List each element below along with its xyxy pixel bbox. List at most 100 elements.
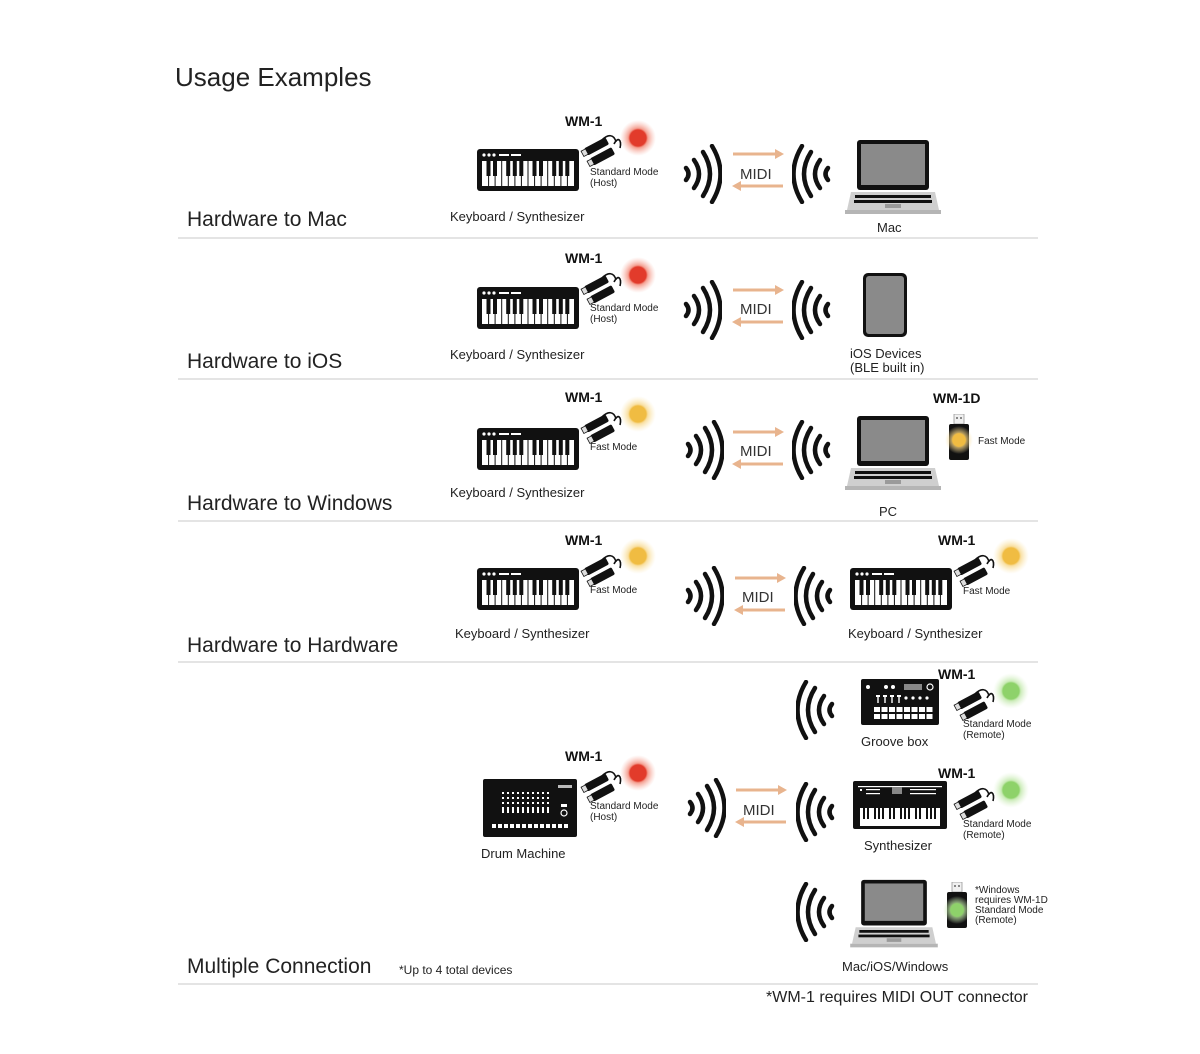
divider [178,237,1038,239]
device-label: PC [879,504,898,519]
mode-label: Fast Mode [590,442,638,453]
led-red-icon [620,257,656,293]
mode-label: Fast Mode [590,585,638,596]
footer-note: *WM-1 requires MIDI OUT connector [766,989,1028,1006]
adapter-label: WM-1 [565,748,603,764]
note-line: *Windows [975,885,1020,896]
led-red-icon [620,755,656,791]
mode-line2: (Host) [590,812,618,823]
keyboard-icon [849,567,953,611]
midi-label: MIDI [740,443,772,460]
wm1-adapter-icon [953,684,997,724]
midi-label: MIDI [740,301,772,318]
divider [178,661,1038,663]
wireless-waves-icon [796,882,836,942]
windows-requirement-note: *Windows requires WM-1D Standard Mode (R… [975,886,1048,926]
adapter-label: WM-1 [565,389,603,405]
adapter-label: WM-1 [938,666,976,682]
led-yellow-icon [993,538,1029,574]
divider [178,520,1038,522]
wireless-waves-icon [796,782,836,842]
note-line: requires WM-1D [975,895,1048,906]
row-title: Hardware to Hardware [187,634,399,657]
wm1-adapter-icon [580,550,624,590]
wireless-waves-icon [792,420,832,480]
mode-line2: (Remote) [963,730,1005,741]
led-yellow-icon [620,396,656,432]
adapter-label: WM-1 [565,113,603,129]
mode-label: Standard Mode(Host) [590,303,658,325]
wm1-adapter-icon [580,766,624,806]
row-title: Hardware to Windows [187,492,393,515]
device-line2: (BLE built in) [850,360,925,375]
row-title: Multiple Connection [187,955,372,978]
midi-label: MIDI [740,166,772,183]
wm1-adapter-icon [580,130,624,170]
laptop-icon [850,878,938,951]
mode-line2: (Host) [590,178,618,189]
row-title: Hardware to Mac [187,208,347,231]
device-label: Keyboard / Synthesizer [848,626,983,641]
wm1-adapter-icon [580,407,624,447]
note-line: Standard Mode [975,905,1044,916]
wireless-waves-icon [684,420,724,480]
wireless-waves-icon [682,144,722,204]
keyboard-icon [476,148,580,192]
adapter-label: WM-1D [933,390,981,406]
mode-label: Standard Mode(Host) [590,801,658,823]
wm1-adapter-icon [953,550,997,590]
mode-line1: Standard Mode [963,719,1032,730]
mode-line2: (Host) [590,314,618,325]
wireless-waves-icon [684,566,724,626]
midi-label: MIDI [742,589,774,606]
wireless-waves-icon [682,280,722,340]
mode-label: Standard Mode(Remote) [963,819,1031,841]
led-yellow-icon [620,538,656,574]
device-label: Keyboard / Synthesizer [450,485,585,500]
mode-label: Standard Mode(Remote) [963,719,1031,741]
laptop-icon [845,138,941,218]
keyboard-icon [476,286,580,330]
mode-line1: Standard Mode [590,303,659,314]
led-red-icon [620,120,656,156]
led-yellow-icon [945,426,973,454]
wireless-waves-icon [686,778,726,838]
note-line: (Remote) [975,915,1017,926]
device-label: Keyboard / Synthesizer [450,347,585,362]
keyboard-icon [476,427,580,471]
synthesizer-icon [852,780,948,830]
wireless-waves-icon [794,566,834,626]
groove-box-icon [860,678,940,726]
adapter-label: WM-1 [565,532,603,548]
device-label: Keyboard / Synthesizer [455,626,590,641]
device-label: Drum Machine [481,846,566,861]
mode-line1: Standard Mode [963,819,1032,830]
device-label: iOS Devices(BLE built in) [850,347,924,375]
drum-machine-icon [482,778,578,838]
adapter-label: WM-1 [938,532,976,548]
wm1-adapter-icon [953,783,997,823]
device-line1: iOS Devices [850,346,922,361]
adapter-label: WM-1 [565,250,603,266]
midi-label: MIDI [743,802,775,819]
keyboard-icon [476,567,580,611]
mode-label: Fast Mode [963,586,1011,597]
laptop-icon [845,414,941,494]
page-title: Usage Examples [175,62,372,92]
led-green-icon [943,896,971,924]
row-title: Hardware to iOS [187,350,343,373]
wireless-waves-icon [792,144,832,204]
wireless-waves-icon [796,680,836,740]
tablet-icon [862,272,908,338]
mode-line1: Standard Mode [590,167,659,178]
device-limit-note: *Up to 4 total devices [399,963,513,977]
adapter-label: WM-1 [938,765,976,781]
mode-line2: (Remote) [963,830,1005,841]
mode-label: Standard Mode(Host) [590,167,658,189]
led-green-icon [993,772,1029,808]
divider [178,983,1038,985]
wm1-adapter-icon [580,268,624,308]
device-label: Mac [877,220,902,235]
mode-label: Fast Mode [978,436,1026,447]
mode-line1: Standard Mode [590,801,659,812]
